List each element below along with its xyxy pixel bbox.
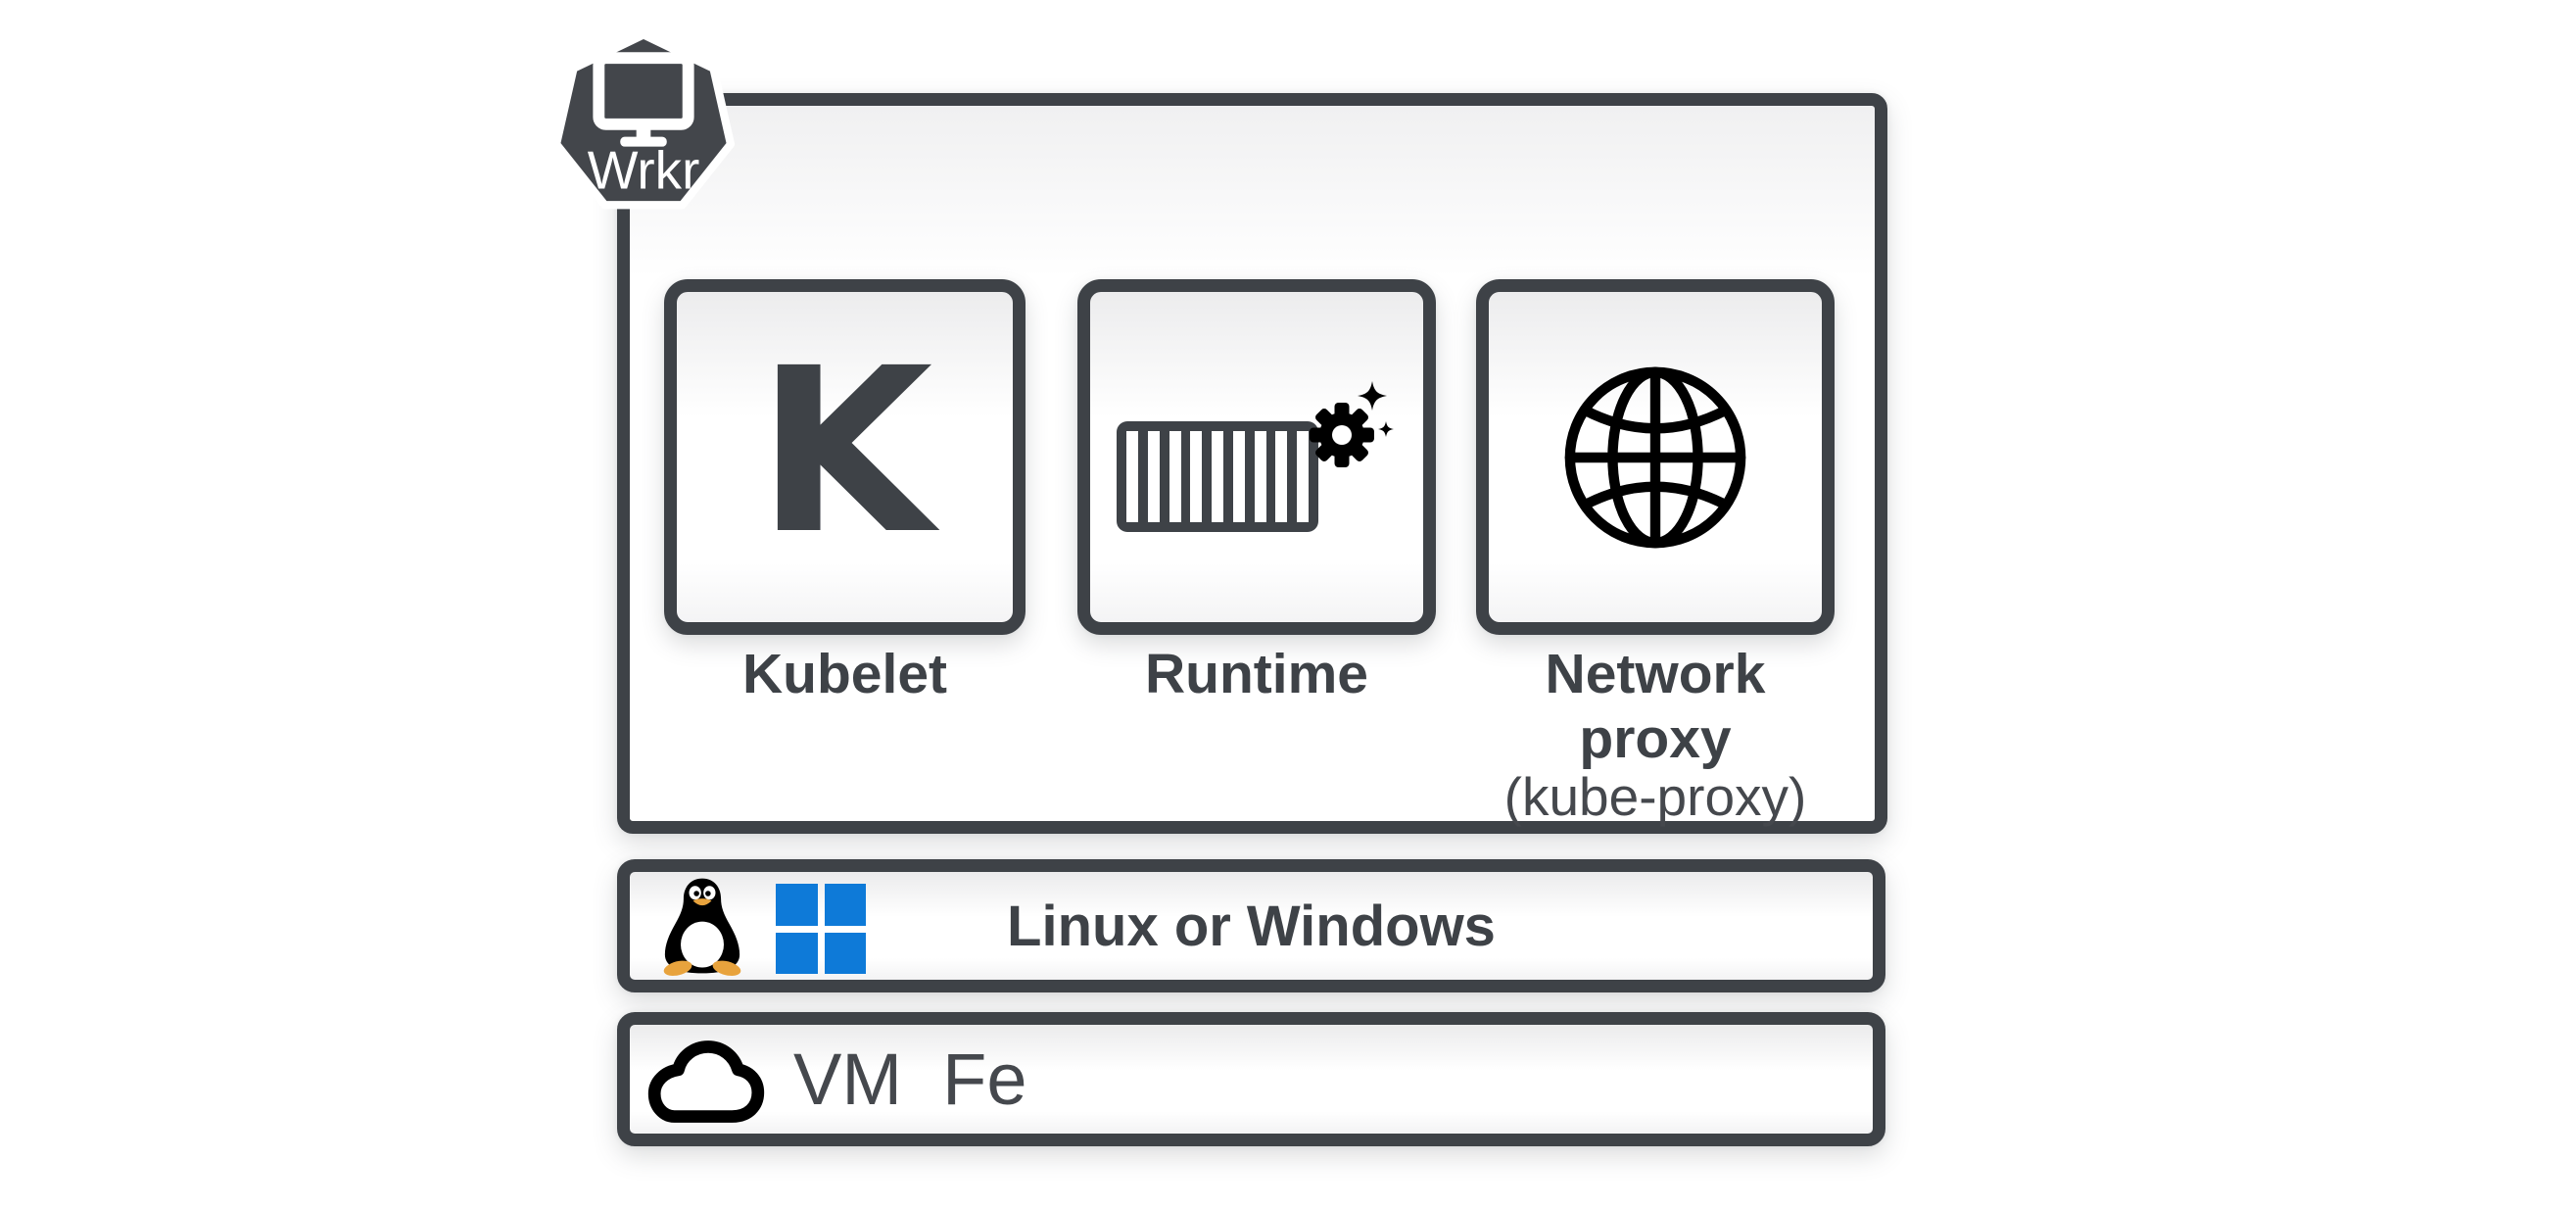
infra-layer-bar: VM Fe — [617, 1012, 1885, 1146]
kube-proxy-sublabel: (kube-proxy) — [1503, 766, 1807, 828]
badge-label: Wrkr — [588, 140, 700, 201]
container-runtime-gear-icon — [1117, 380, 1394, 532]
kubernetes-k-icon: K — [756, 318, 933, 584]
gear-icon — [1310, 402, 1374, 467]
network-proxy-icon-box — [1476, 279, 1835, 635]
cloud-icon — [647, 1040, 765, 1123]
infra-layer-label: VM Fe — [793, 1039, 1027, 1120]
runtime-label: Runtime — [1145, 643, 1368, 705]
sparkle-icon — [1358, 380, 1387, 411]
component-kubelet: K Kubelet — [664, 279, 1026, 707]
linux-tux-icon — [663, 878, 741, 976]
runtime-icon-box — [1077, 279, 1436, 635]
globe-icon — [1564, 366, 1746, 548]
component-runtime: Runtime — [1077, 279, 1436, 707]
worker-node-badge: Wrkr — [550, 29, 737, 216]
component-network-proxy: Network proxy (kube-proxy) — [1476, 279, 1835, 828]
monitor-icon — [593, 52, 694, 147]
worker-badge-heptagon: Wrkr — [551, 30, 736, 210]
kubelet-label: Kubelet — [741, 643, 948, 705]
kubelet-icon-box: K — [664, 279, 1026, 635]
windows-logo-icon — [776, 884, 866, 974]
os-layer-bar: Linux or Windows — [617, 859, 1885, 992]
sparkle-small-icon — [1378, 420, 1394, 437]
network-proxy-label: Network proxy — [1545, 643, 1766, 770]
os-layer-label: Linux or Windows — [1007, 894, 1496, 958]
